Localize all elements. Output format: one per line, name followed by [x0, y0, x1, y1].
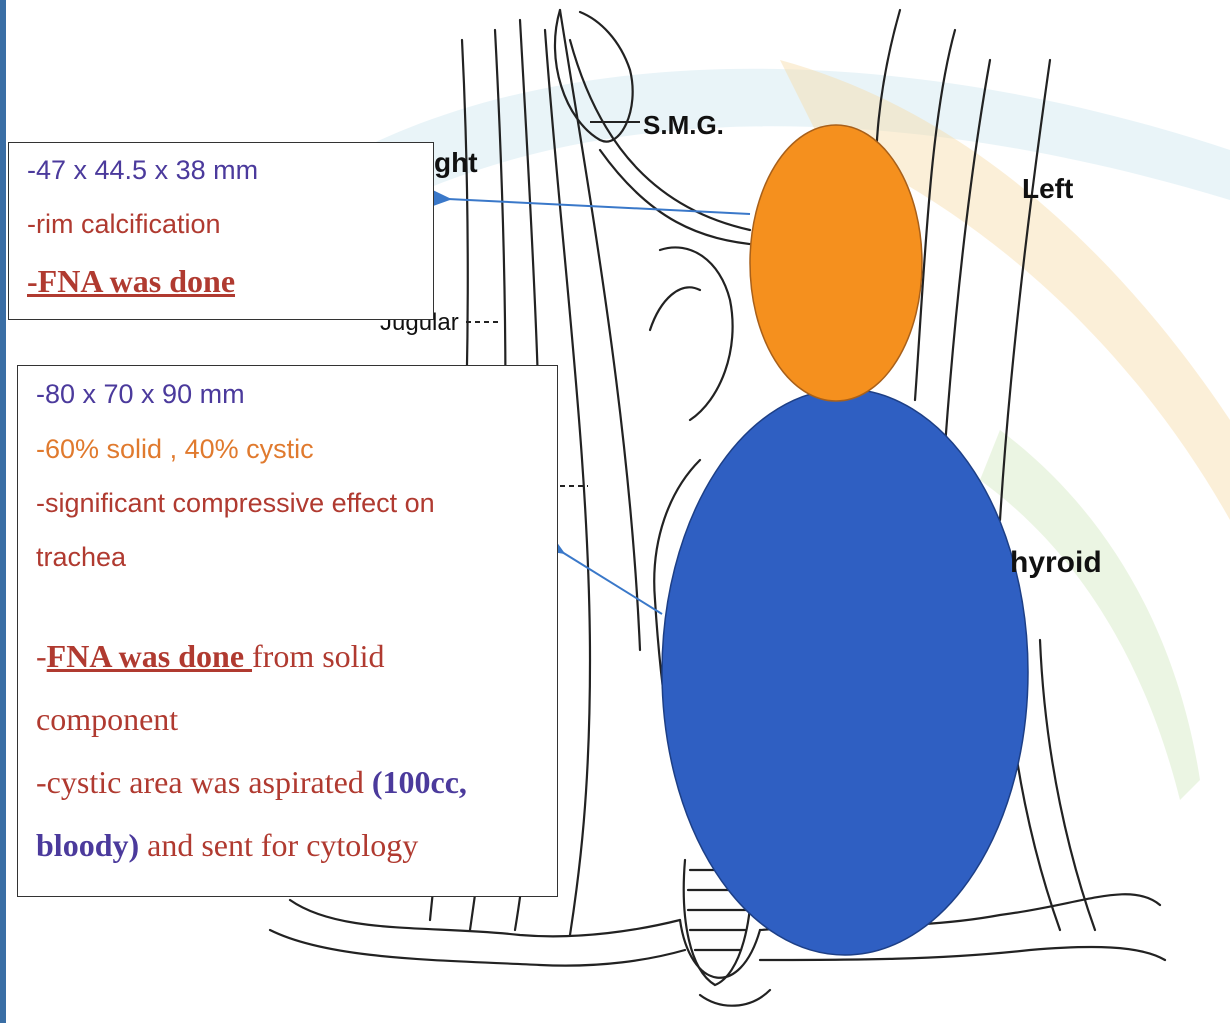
upper-fna-text: -FNA was done	[27, 263, 235, 300]
upper-size-text: -47 x 44.5 x 38 mm	[27, 155, 258, 186]
lower-nodule-info-box: -80 x 70 x 90 mm -60% solid , 40% cystic…	[17, 365, 558, 897]
fna-done-text: FNA was done	[47, 638, 252, 674]
larynx-outline	[650, 287, 700, 330]
composition-cystic: 40% cystic	[177, 434, 314, 464]
lower-size-text: -80 x 70 x 90 mm	[36, 379, 245, 410]
sternum	[700, 990, 770, 1006]
cystic-cytology-text: and sent for cytology	[139, 827, 418, 863]
thyroid-label: hyroid	[1010, 546, 1102, 579]
lower-cystic-line2: bloody) and sent for cytology	[36, 827, 418, 864]
right-label: ght	[434, 147, 478, 178]
cystic-bloody-text: bloody)	[36, 827, 139, 863]
larynx-outline	[660, 247, 733, 420]
clavicle-left	[270, 930, 685, 966]
lower-component-text: component	[36, 701, 178, 738]
upper-calcification-text: -rim calcification	[27, 209, 221, 240]
left-label: Left	[1022, 173, 1073, 204]
lower-effect-line1: -significant compressive effect on	[36, 488, 435, 519]
lower-cystic-line1: -cystic area was aspirated (100cc,	[36, 764, 467, 801]
clavicle-left	[290, 900, 680, 936]
lower-fna-line: -FNA was done from solid	[36, 638, 384, 675]
muscle-line	[915, 30, 955, 400]
upper-nodule-info-box: -47 x 44.5 x 38 mm -rim calcification -F…	[8, 142, 434, 320]
muscle-line	[1000, 60, 1050, 520]
upper-nodule-orange	[750, 125, 922, 401]
lower-arrow	[562, 552, 662, 614]
composition-separator: ,	[162, 434, 177, 464]
composition-solid: -60% solid	[36, 434, 162, 464]
fna-from-text: from solid	[252, 638, 384, 674]
lower-composition-text: -60% solid , 40% cystic	[36, 434, 314, 465]
mandible-curve	[600, 150, 760, 245]
cystic-volume-text: (100cc,	[372, 764, 467, 800]
upper-arrow	[448, 199, 750, 214]
cystic-aspirated-text: -cystic area was aspirated	[36, 764, 372, 800]
lower-nodule-blue	[662, 389, 1028, 955]
muscle-line	[1040, 640, 1095, 930]
fna-dash: -	[36, 638, 47, 674]
lower-effect-line2: trachea	[36, 542, 126, 573]
smg-label: S.M.G.	[643, 110, 724, 140]
